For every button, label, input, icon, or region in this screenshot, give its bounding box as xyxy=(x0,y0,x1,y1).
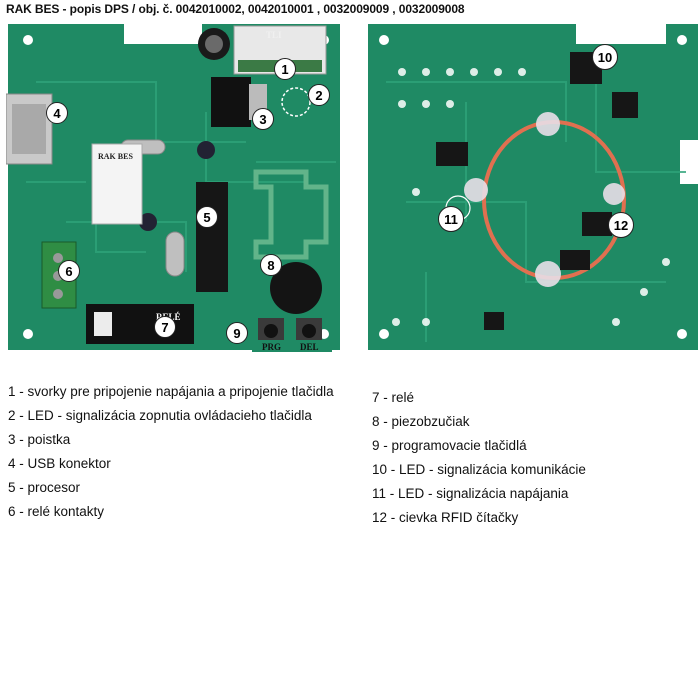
callout-8: 8 xyxy=(260,254,282,276)
callout-11: 11 xyxy=(438,206,464,232)
legend-item-2: 2 - LED - signalizácia zopnutia ovládaci… xyxy=(8,408,312,423)
del-label: DEL xyxy=(300,342,319,352)
prg-label: PRG xyxy=(262,342,281,352)
legend-item-1: 1 - svorky pre pripojenie napájania a pr… xyxy=(8,384,334,399)
legend-item-5: 5 - procesor xyxy=(8,480,81,495)
callout-12: 12 xyxy=(608,212,634,238)
callout-9: 9 xyxy=(226,322,248,344)
page-title: RAK BES - popis DPS / obj. č. 0042010002… xyxy=(6,2,465,16)
legend-item-10: 10 - LED - signalizácia komunikácie xyxy=(372,462,586,477)
legend-item-8: 8 - piezobzučiak xyxy=(372,414,470,429)
legend-item-12: 12 - cievka RFID čítačky xyxy=(372,510,519,525)
callout-2: 2 xyxy=(308,84,330,106)
sticker-title: RAK BES xyxy=(98,152,133,161)
callout-6: 6 xyxy=(58,260,80,282)
callout-7: 7 xyxy=(154,316,176,338)
callout-4: 4 xyxy=(46,102,68,124)
terminal-label-tli: TLI xyxy=(266,30,282,40)
callout-5: 5 xyxy=(196,206,218,228)
legend-item-9: 9 - programovacie tlačidlá xyxy=(372,438,527,453)
pcb-back-drawing xyxy=(366,22,700,352)
pcb-front-photo: TLI RAK BES RELÉ PRG DEL 1 2 3 4 5 6 7 8… xyxy=(5,22,342,352)
legend-item-3: 3 - poistka xyxy=(8,432,71,447)
legend-item-7: 7 - relé xyxy=(372,390,415,405)
callout-10: 10 xyxy=(592,44,618,70)
callout-1: 1 xyxy=(274,58,296,80)
legend-item-11: 11 - LED - signalizácia napájania xyxy=(372,486,569,501)
legend-item-4: 4 - USB konektor xyxy=(8,456,111,471)
legend-right: 7 - relé 8 - piezobzučiak 9 - programova… xyxy=(372,386,586,530)
callout-3: 3 xyxy=(252,108,274,130)
pcb-back-photo: 10 11 12 xyxy=(366,22,700,352)
legend-left: 1 - svorky pre pripojenie napájania a pr… xyxy=(8,380,334,524)
legend-item-6: 6 - relé kontakty xyxy=(8,504,105,519)
